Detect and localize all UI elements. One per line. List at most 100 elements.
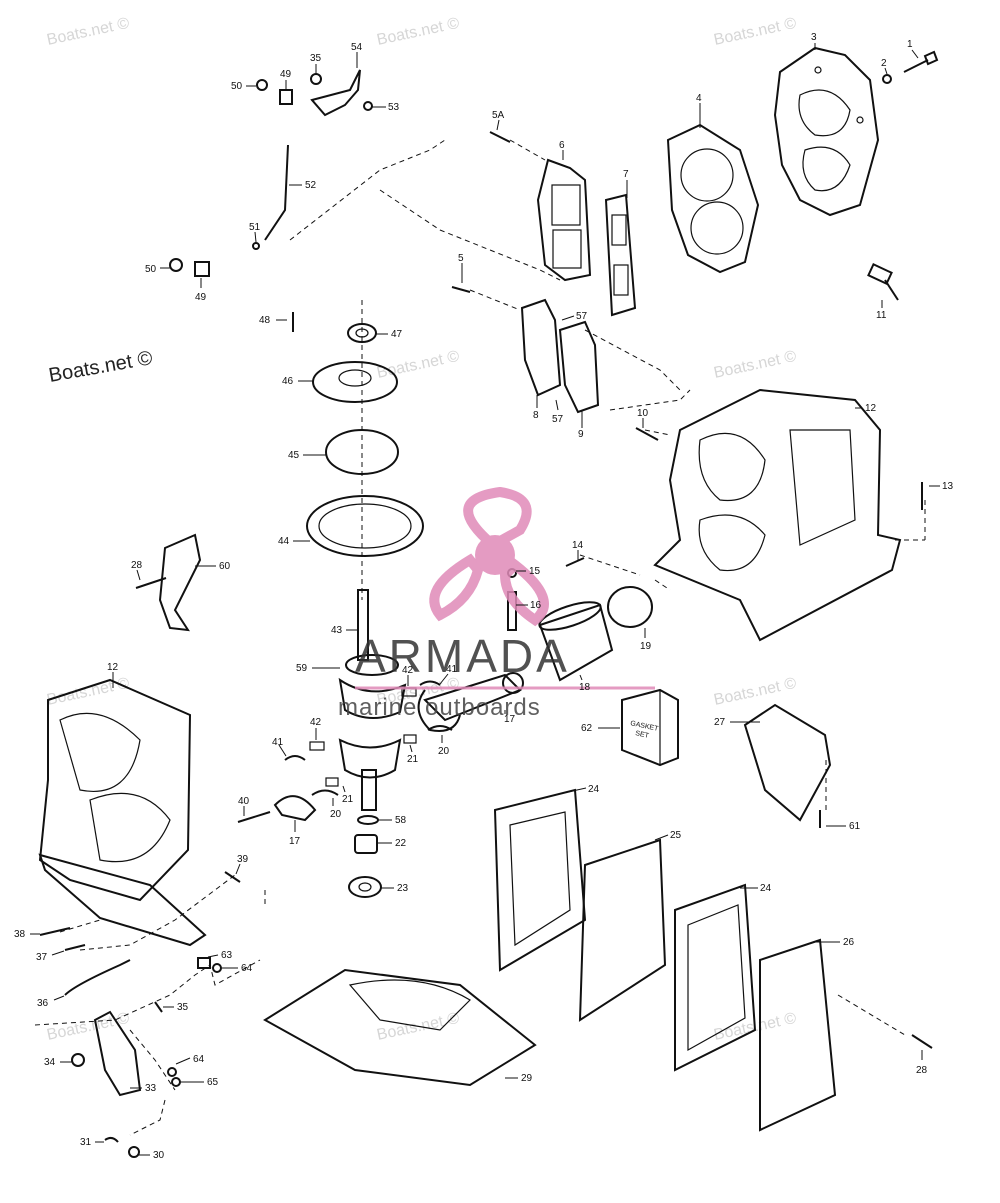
- seal-part-23: [348, 876, 382, 898]
- callout-13: 13: [929, 481, 954, 492]
- link-rod-part-36: [64, 959, 131, 996]
- callout-49-lower: 49: [195, 278, 207, 303]
- callout-12-right: 12: [855, 403, 877, 414]
- callout-54: 54: [351, 42, 363, 68]
- callout-label-35-lower: 35: [177, 1002, 189, 1013]
- callout-label-17-lower: 17: [289, 836, 301, 847]
- callout-63: 63: [207, 950, 233, 961]
- callout-51: 51: [249, 222, 261, 243]
- reed-plate-part-6: [536, 158, 592, 282]
- watermark-text: Boats.net ©: [45, 1010, 131, 1044]
- callout-29: 29: [505, 1073, 533, 1084]
- callouts-layer: 1 2 3 4 5 5A 6 7 8 9 10 11 12 12 13 14 1…: [14, 32, 954, 1161]
- callout-18: 18: [579, 674, 591, 693]
- callout-33: 33: [130, 1083, 157, 1094]
- crankshaft-part-43: [338, 589, 407, 811]
- callout-label-60: 60: [219, 561, 231, 572]
- callout-label-57-lower: 57: [552, 414, 564, 425]
- callout-label-6: 6: [559, 140, 565, 151]
- cover-part-26: [759, 938, 837, 1132]
- watermark-text-dark: Boats.net ©: [47, 347, 154, 387]
- callout-label-65: 65: [207, 1077, 219, 1088]
- callout-label-20-upper: 20: [438, 746, 450, 757]
- piston-part-18: [538, 601, 614, 682]
- callout-58: 58: [378, 815, 407, 826]
- ring-part-58: [357, 815, 379, 825]
- nut-part-30: [128, 1146, 140, 1158]
- callout-3: 3: [811, 32, 817, 50]
- callout-40: 40: [238, 796, 250, 816]
- callout-label-26: 26: [843, 937, 855, 948]
- callout-label-35-upper: 35: [310, 53, 322, 64]
- callout-label-28-left: 28: [131, 560, 143, 571]
- callout-label-20-lower: 20: [330, 809, 342, 820]
- callout-label-4: 4: [696, 93, 702, 104]
- armada-brand-watermark: ARMADA marine outboards: [338, 486, 655, 721]
- crankcase-part-12-left: [38, 678, 207, 947]
- clip-part-31: [104, 1136, 119, 1143]
- callout-8: 8: [533, 395, 539, 421]
- needle-bearing-part-21-lower: [325, 777, 339, 787]
- callout-label-42-lower: 42: [310, 717, 322, 728]
- elbow-part-27: [743, 703, 832, 822]
- callout-label-21-upper: 21: [407, 754, 419, 765]
- callout-38: 38: [14, 929, 40, 940]
- parts-layer: GASKET SET: [38, 46, 939, 1158]
- callout-24-lower: 24: [740, 883, 772, 894]
- callout-64-upper: 64: [221, 963, 253, 974]
- callout-48: 48: [259, 315, 287, 326]
- callout-21-lower: 21: [342, 785, 354, 805]
- callout-label-14: 14: [572, 540, 584, 551]
- callout-label-31: 31: [80, 1137, 92, 1148]
- callout-17-lower: 17: [289, 820, 301, 847]
- crankcase-part-12-right: [653, 388, 902, 642]
- sensor-part-11: [867, 263, 899, 301]
- bolt-part-37: [64, 944, 86, 951]
- nut-part-55: [310, 73, 322, 85]
- link-rod-part-52: [264, 144, 289, 241]
- callout-35-lower: 35: [163, 1002, 189, 1013]
- callout-43: 43: [331, 625, 358, 636]
- callout-label-61: 61: [849, 821, 861, 832]
- callout-label-5: 5: [458, 253, 464, 264]
- callout-49-upper: 49: [280, 69, 292, 89]
- watermark-text: Boats.net ©: [45, 675, 131, 709]
- callout-57-lower: 57: [552, 399, 564, 425]
- callout-label-13: 13: [942, 481, 954, 492]
- callout-label-62: 62: [581, 723, 593, 734]
- callout-64-lower: 64: [175, 1054, 205, 1065]
- watermark-text: Boats.net ©: [45, 15, 131, 49]
- callout-22: 22: [377, 838, 407, 849]
- plate-part-25: [578, 838, 667, 1022]
- assembly-lines: [34, 139, 926, 1136]
- bearing-part-22: [354, 834, 378, 854]
- callout-46: 46: [282, 376, 313, 387]
- bearing-half-part-20-upper: [427, 725, 453, 731]
- callout-label-28-right: 28: [916, 1065, 928, 1076]
- brand-tagline: marine outboards: [338, 694, 541, 721]
- head-gasket-part-4: [666, 123, 760, 274]
- stud-part-10: [635, 427, 659, 441]
- nut-part-64-lower: [167, 1067, 177, 1077]
- callout-label-8: 8: [533, 410, 539, 421]
- callout-7: 7: [623, 169, 629, 198]
- propeller-logo: [429, 486, 549, 627]
- callout-16: 16: [516, 600, 542, 611]
- callout-4: 4: [696, 93, 702, 128]
- callout-31: 31: [80, 1137, 104, 1148]
- o-ring-part-45: [325, 429, 399, 475]
- callout-label-29: 29: [521, 1073, 533, 1084]
- stud-part-39: [224, 871, 241, 883]
- callout-61: 61: [826, 821, 861, 832]
- bearing-half-part-41-upper: [419, 680, 441, 686]
- watermark-text: Boats.net ©: [375, 15, 461, 49]
- rod-cap-part-17-lower: [273, 795, 317, 822]
- callout-27: 27: [714, 717, 760, 728]
- piston-ring-part-19: [607, 586, 653, 628]
- callout-6: 6: [559, 140, 565, 160]
- bolt-part-38: [39, 927, 71, 936]
- callout-59: 59: [296, 663, 340, 674]
- callout-label-64-lower: 64: [193, 1054, 205, 1065]
- callout-label-9: 9: [578, 429, 584, 440]
